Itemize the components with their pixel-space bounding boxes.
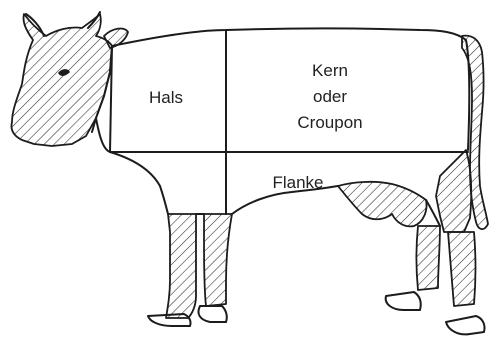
leg-front-left (166, 214, 196, 318)
hip-region (436, 150, 471, 232)
label-kern: Kern (312, 61, 348, 80)
leg-front-right (204, 214, 232, 306)
hoof-hind-left (386, 292, 421, 310)
label-croupon: Croupon (297, 113, 362, 132)
hoof-hind-right (446, 316, 485, 334)
belly-region (338, 182, 427, 227)
leg-hind-right (448, 232, 476, 306)
label-flanke: Flanke (272, 173, 323, 192)
label-hals: Hals (149, 88, 183, 107)
leg-hind-left (417, 226, 441, 290)
label-oder: oder (313, 87, 347, 106)
hoof-front-right (198, 306, 226, 322)
